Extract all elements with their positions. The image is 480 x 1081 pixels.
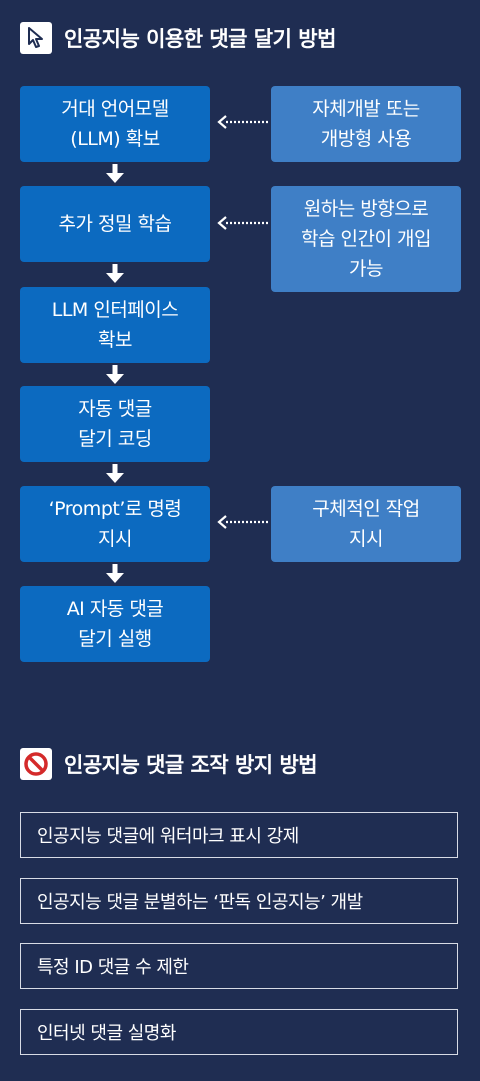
side-note-1: 자체개발 또는 개방형 사용 <box>271 86 461 162</box>
dotted-left-arrow-icon <box>217 115 268 129</box>
down-arrow-icon <box>106 264 124 283</box>
prevention-method-4: 인터넷 댓글 실명화 <box>20 1009 458 1055</box>
flow-step-6: AI 자동 댓글 달기 실행 <box>20 586 210 662</box>
prevention-method-1: 인공지능 댓글에 워터마크 표시 강제 <box>20 812 458 858</box>
section-2-header: 인공지능 댓글 조작 방지 방법 <box>20 748 318 780</box>
down-arrow-icon <box>106 564 124 583</box>
flow-step-2: 추가 정밀 학습 <box>20 186 210 262</box>
section-1-title: 인공지능 이용한 댓글 달기 방법 <box>64 27 336 51</box>
cursor-icon <box>20 22 52 54</box>
prevention-method-2: 인공지능 댓글 분별하는 ‘판독 인공지능’ 개발 <box>20 878 458 924</box>
down-arrow-icon <box>106 365 124 384</box>
prevention-method-3: 특정 ID 댓글 수 제한 <box>20 943 458 989</box>
prohibited-icon <box>20 748 52 780</box>
flow-step-3: LLM 인터페이스 확보 <box>20 287 210 363</box>
down-arrow-icon <box>106 464 124 483</box>
side-note-3: 구체적인 작업 지시 <box>271 486 461 562</box>
flow-step-5: ‘Prompt’로 명령 지시 <box>20 486 210 562</box>
section-2-title: 인공지능 댓글 조작 방지 방법 <box>64 753 318 777</box>
section-1-header: 인공지능 이용한 댓글 달기 방법 <box>20 22 336 54</box>
flow-step-1: 거대 언어모델 (LLM) 확보 <box>20 86 210 162</box>
dotted-left-arrow-icon <box>217 216 268 230</box>
flow-step-4: 자동 댓글 달기 코딩 <box>20 386 210 462</box>
dotted-left-arrow-icon <box>217 515 268 529</box>
side-note-2: 원하는 방향으로 학습 인간이 개입 가능 <box>271 186 461 292</box>
down-arrow-icon <box>106 164 124 183</box>
